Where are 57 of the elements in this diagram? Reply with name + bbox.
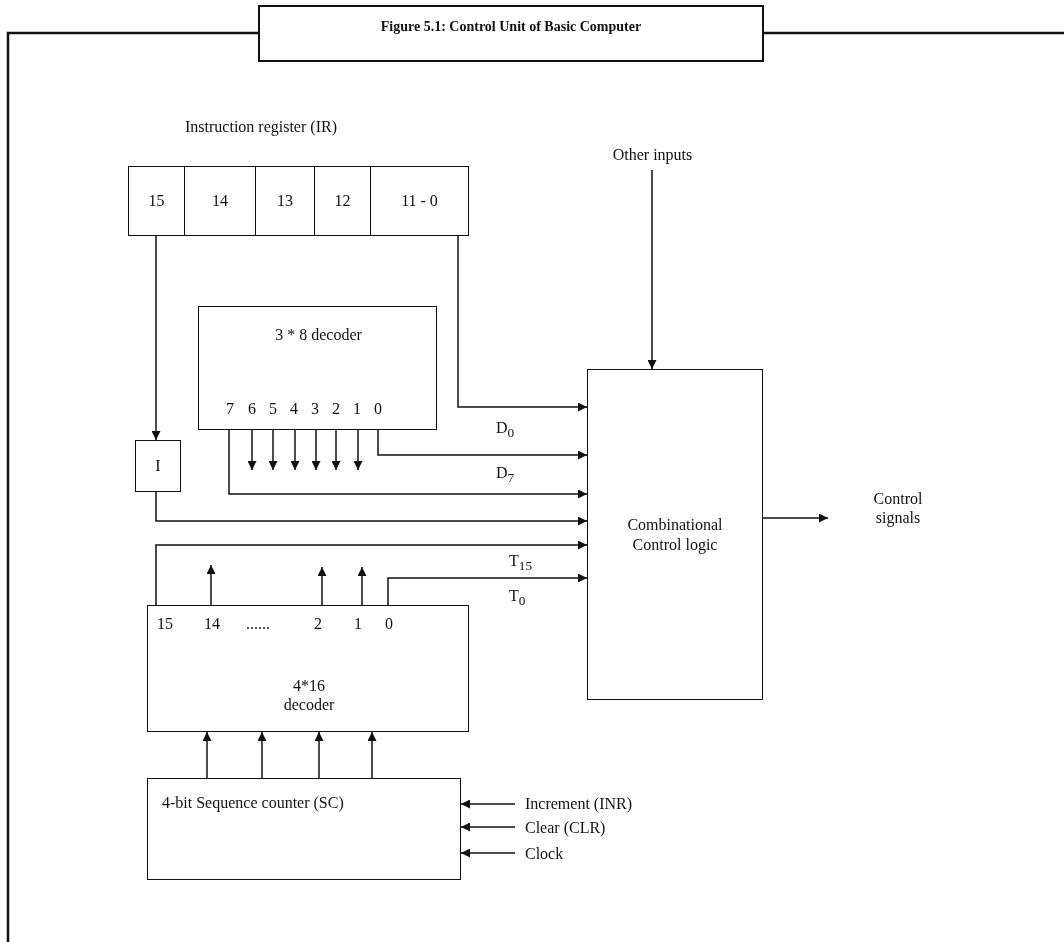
edge-label: D$_{7}$ bbox=[495, 465, 516, 485]
decoder-label: 4*16 decoder bbox=[282, 676, 336, 715]
arrow bbox=[155, 491, 588, 526]
edge-label: T$_{0}$ bbox=[508, 588, 527, 608]
edge-label: T$_{15}$ bbox=[508, 553, 534, 573]
arrow bbox=[331, 429, 341, 471]
arrow bbox=[311, 429, 321, 471]
arrow bbox=[314, 731, 324, 779]
arrow bbox=[762, 513, 829, 523]
arrow bbox=[206, 564, 216, 606]
control-logic-box: Combinational Control logic bbox=[587, 369, 763, 700]
output-number: 2 bbox=[332, 399, 340, 419]
arrow bbox=[228, 429, 588, 499]
ellipsis: ...... bbox=[246, 614, 270, 634]
arrow bbox=[460, 822, 516, 832]
register-label: Instruction register (IR) bbox=[185, 117, 337, 137]
arrow bbox=[387, 573, 588, 606]
output-number: 1 bbox=[354, 614, 362, 634]
output-number: 5 bbox=[269, 399, 277, 419]
output-number: 3 bbox=[311, 399, 319, 419]
edge-label: D$_{0}$ bbox=[495, 420, 516, 440]
arrow bbox=[647, 169, 657, 370]
decoder-box bbox=[198, 306, 437, 430]
decoder-label: 3 * 8 decoder bbox=[274, 325, 363, 345]
figure-title: Figure 5.1: Control Unit of Basic Computer bbox=[380, 19, 642, 35]
output-number: 7 bbox=[226, 399, 234, 419]
arrow bbox=[460, 799, 516, 809]
decoder-box bbox=[147, 605, 469, 732]
arrow bbox=[268, 429, 278, 471]
output-number: 2 bbox=[314, 614, 322, 634]
output-number: 0 bbox=[374, 399, 382, 419]
counter-box: 4-bit Sequence counter (SC) bbox=[147, 778, 461, 880]
input-label: Clear (CLR) bbox=[525, 816, 685, 840]
output-number: 6 bbox=[248, 399, 256, 419]
output-number: 4 bbox=[290, 399, 298, 419]
arrow bbox=[457, 235, 588, 412]
arrow bbox=[460, 848, 516, 858]
input-label: Increment (INR) bbox=[525, 792, 685, 816]
arrow bbox=[290, 429, 300, 471]
arrow bbox=[155, 540, 588, 606]
input-label: Other inputs bbox=[585, 140, 720, 170]
input-label: Clock bbox=[525, 842, 685, 866]
output-number: 1 bbox=[353, 399, 361, 419]
arrow bbox=[367, 731, 377, 779]
output-number: 14 bbox=[204, 614, 220, 634]
arrow bbox=[353, 429, 363, 471]
arrow bbox=[257, 731, 267, 779]
output-number: 15 bbox=[157, 614, 173, 634]
arrow bbox=[357, 566, 367, 606]
arrow bbox=[151, 235, 161, 441]
output-label: Control signals bbox=[828, 478, 968, 538]
output-number: 0 bbox=[385, 614, 393, 634]
arrow bbox=[317, 566, 327, 606]
arrow bbox=[377, 429, 588, 460]
arrow bbox=[202, 731, 212, 779]
arrow bbox=[247, 429, 257, 471]
flip-flop-box: I bbox=[135, 440, 181, 492]
